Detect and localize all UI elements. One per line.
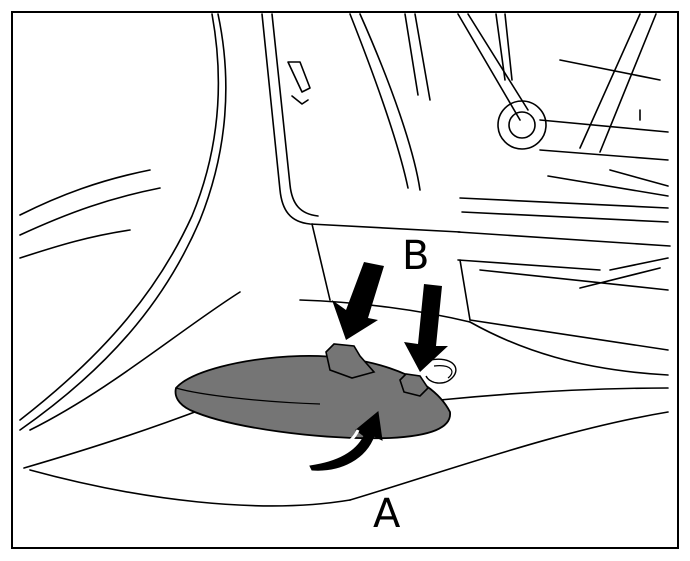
- label-b: B: [402, 233, 430, 279]
- push-arrow-right: [404, 284, 448, 372]
- vehicle-body-lines: [19, 13, 671, 507]
- cover-plate: [174, 343, 457, 440]
- rotation-arrow: [309, 411, 383, 471]
- label-a: A: [373, 491, 401, 537]
- push-arrows: [332, 262, 448, 372]
- push-arrow-left: [332, 262, 384, 340]
- figure-border: [11, 11, 679, 549]
- clip-left: [325, 343, 376, 379]
- clip-right: [399, 373, 430, 397]
